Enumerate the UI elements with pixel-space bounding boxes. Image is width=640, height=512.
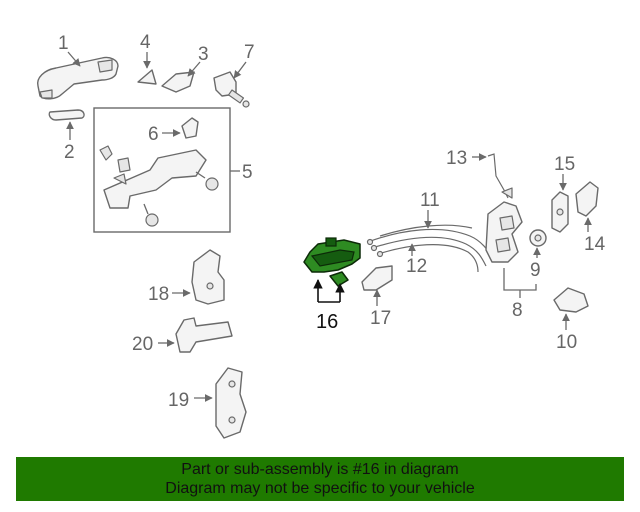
part-5-frame-bracket[interactable] — [99, 145, 219, 227]
part-14-latch[interactable] — [575, 181, 599, 217]
part-6-clip[interactable] — [181, 117, 199, 139]
part-5-bolt-bottom — [143, 203, 159, 227]
part-19-plate[interactable] — [215, 367, 247, 439]
callout-20[interactable]: 20 — [132, 334, 153, 355]
part-7-lock-cylinder[interactable] — [213, 71, 250, 108]
callout-2[interactable]: 2 — [64, 142, 75, 163]
part-10-striker[interactable] — [553, 287, 589, 313]
callout-12[interactable]: 12 — [406, 256, 427, 277]
part-5-bolt-right — [195, 171, 219, 191]
part-20-bracket[interactable] — [175, 317, 233, 353]
callout-3[interactable]: 3 — [198, 44, 209, 65]
callout-18[interactable]: 18 — [148, 284, 169, 305]
part-16-inside-handle-highlighted[interactable] — [303, 237, 361, 287]
callout-19[interactable]: 19 — [168, 390, 189, 411]
callout-17[interactable]: 17 — [370, 308, 391, 329]
banner-line-part: Part or sub-assembly is #16 in diagram — [181, 461, 459, 478]
part-2-handle-cover[interactable] — [48, 109, 85, 121]
callout-13[interactable]: 13 — [446, 148, 467, 169]
banner-line-disclaimer: Diagram may not be specific to your vehi… — [165, 480, 475, 497]
callout-14[interactable]: 14 — [584, 234, 606, 255]
callout-10[interactable]: 10 — [556, 332, 577, 353]
callout-11[interactable]: 11 — [420, 190, 440, 211]
part-9-grommet[interactable] — [529, 229, 547, 247]
part-3-pad[interactable] — [161, 71, 195, 93]
part-11-12-cables[interactable] — [366, 224, 497, 273]
part-5-group-box — [93, 107, 231, 233]
part-13-rod[interactable] — [487, 153, 513, 199]
callout-6[interactable]: 6 — [148, 124, 159, 145]
callout-16[interactable]: 16 — [316, 311, 338, 333]
part-18-bracket[interactable] — [191, 249, 225, 305]
callout-7[interactable]: 7 — [244, 42, 255, 63]
part-info-banner: Part or sub-assembly is #16 in diagram D… — [16, 457, 624, 501]
part-17-bezel[interactable] — [361, 265, 393, 291]
callout-1[interactable]: 1 — [58, 33, 69, 54]
part-8-lock-actuator[interactable] — [485, 201, 523, 263]
callout-9[interactable]: 9 — [530, 260, 541, 281]
callout-5[interactable]: 5 — [242, 162, 253, 183]
part-4-small-cover[interactable] — [137, 69, 157, 85]
callout-15[interactable]: 15 — [554, 154, 575, 175]
callout-4[interactable]: 4 — [140, 32, 151, 53]
part-15-plate[interactable] — [551, 191, 569, 233]
part-1-outside-handle[interactable] — [37, 56, 119, 100]
callout-8[interactable]: 8 — [512, 300, 523, 321]
